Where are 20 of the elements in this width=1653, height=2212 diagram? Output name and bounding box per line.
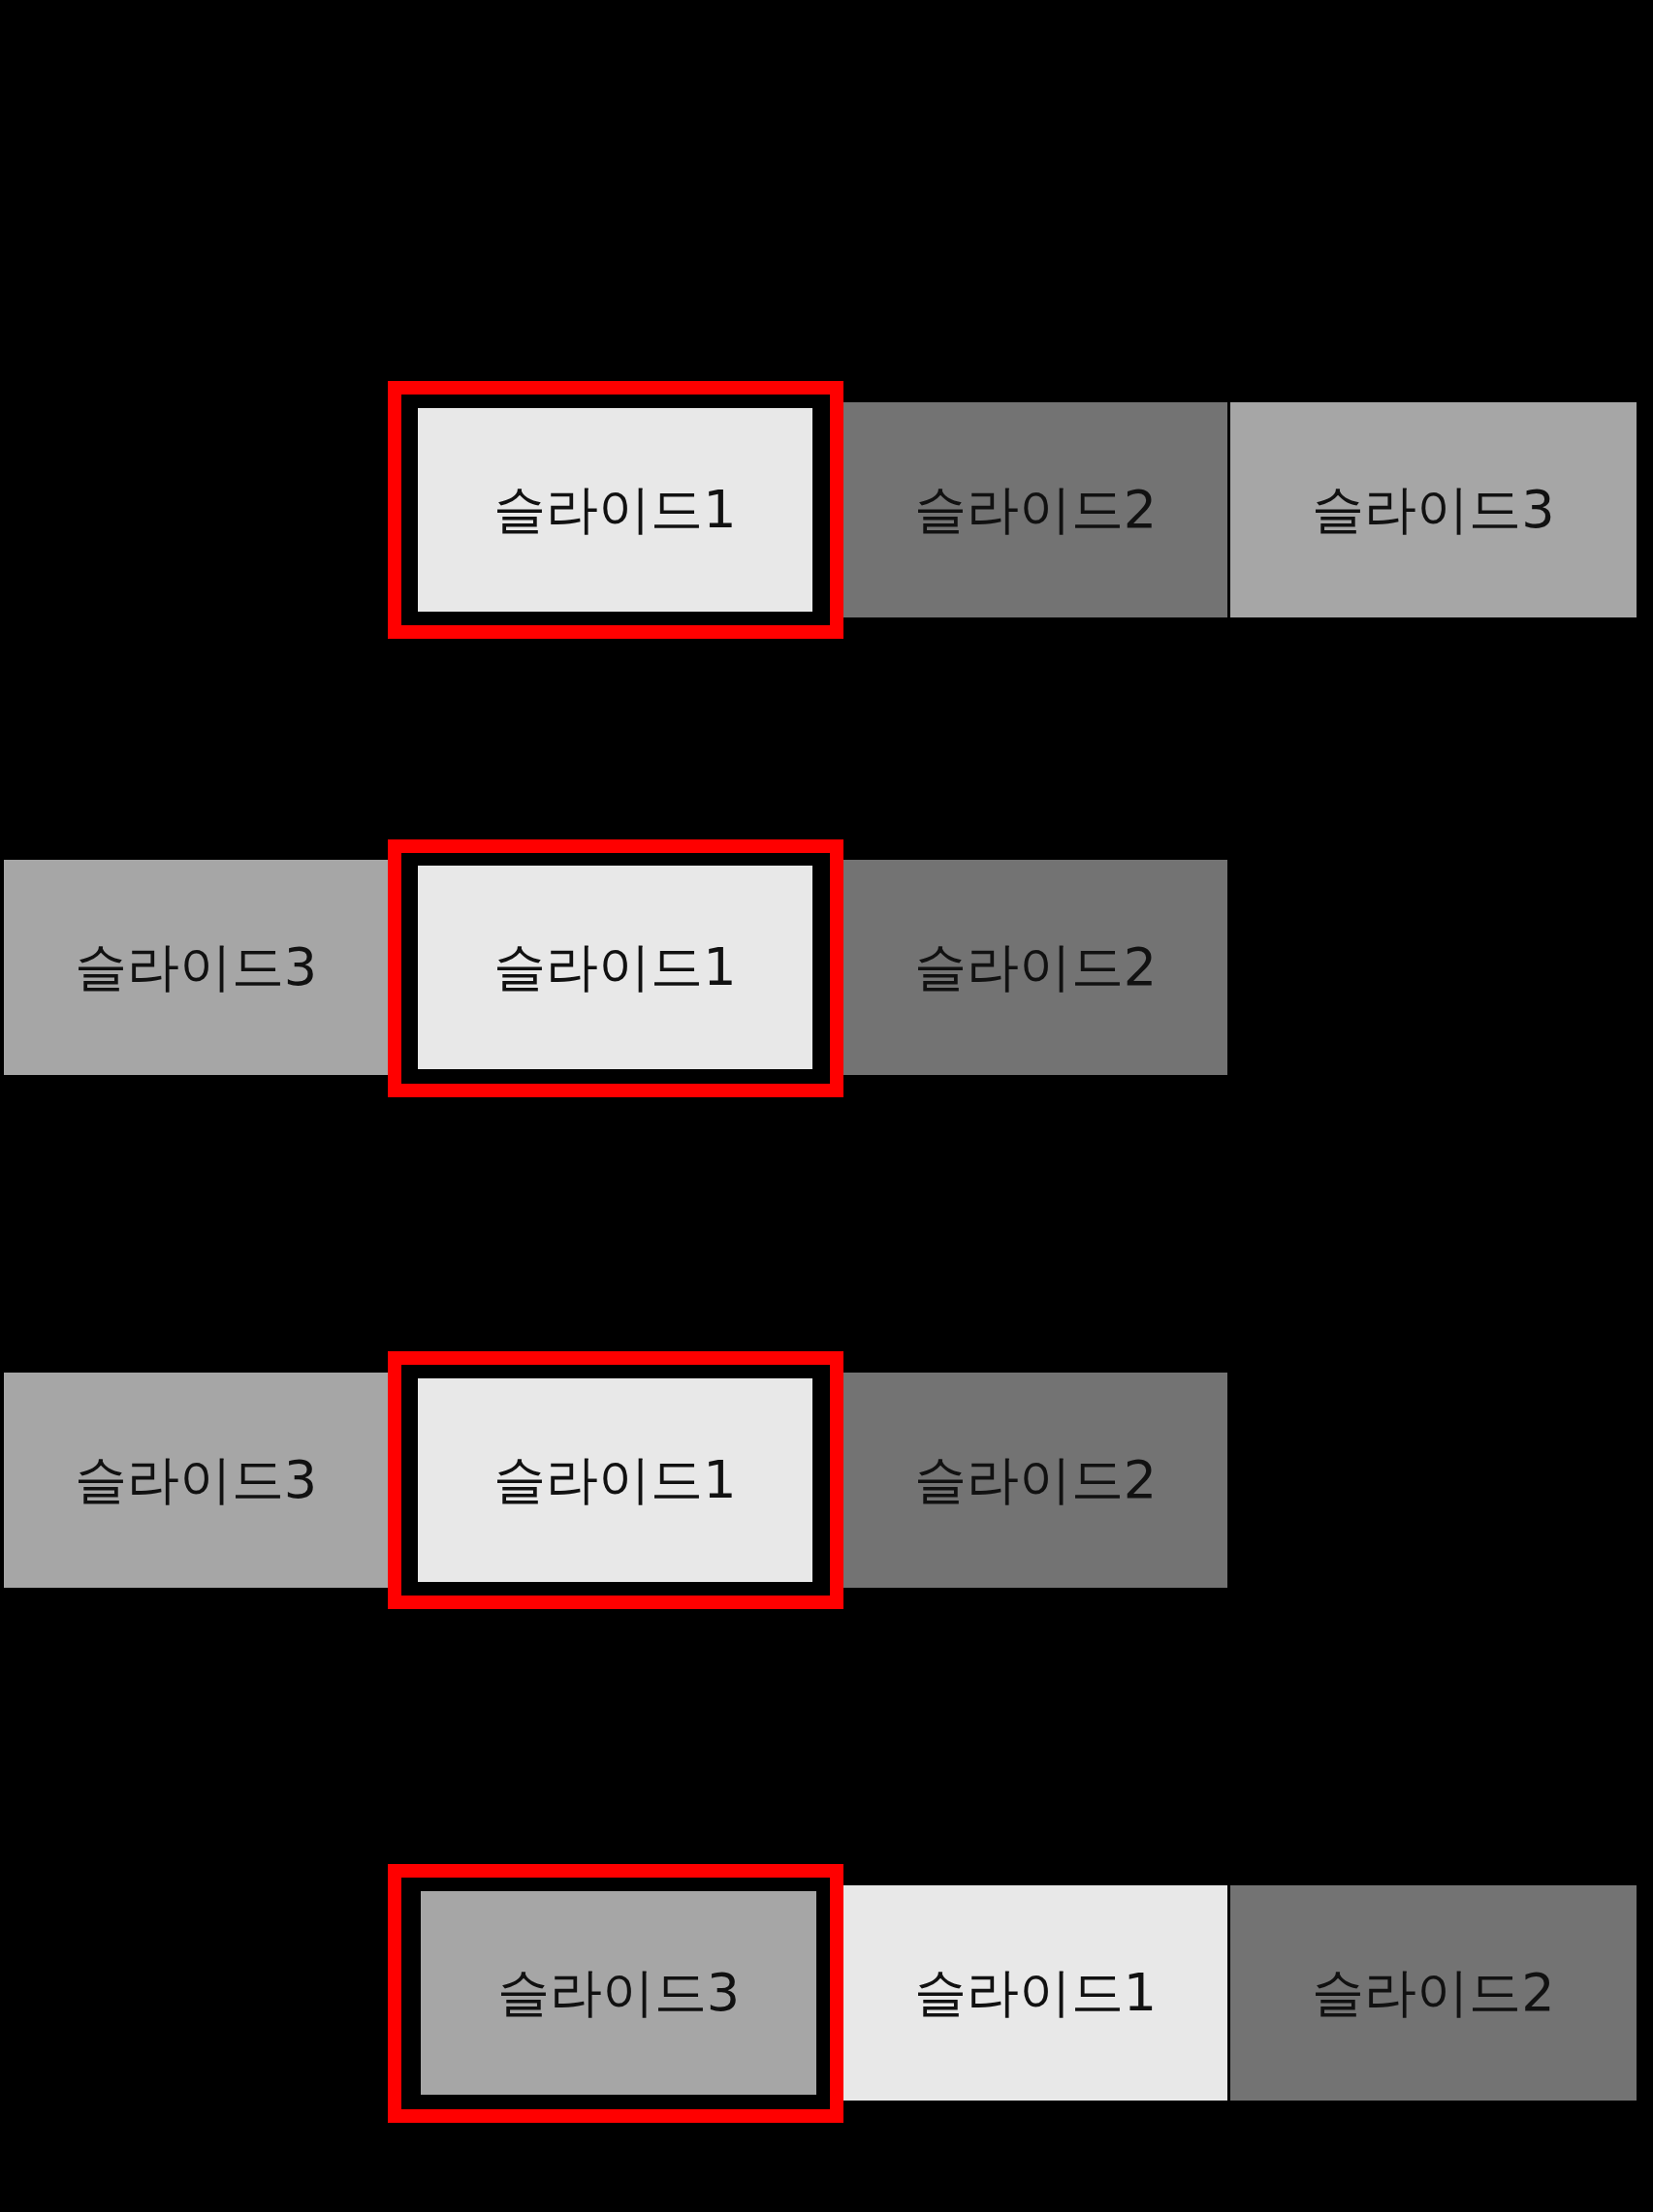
- slide-label: 슬라이드1: [493, 934, 737, 999]
- slide-card: [1230, 1885, 1637, 2101]
- slide-label: 슬라이드3: [496, 1960, 741, 2025]
- slide-card: [843, 1885, 1227, 2101]
- slide-label: 슬라이드1: [493, 477, 737, 542]
- slide-card: [843, 402, 1227, 617]
- slide-card: [843, 860, 1227, 1075]
- slide-label: 슬라이드3: [1312, 477, 1555, 542]
- slide-label: 슬라이드2: [1312, 1960, 1555, 2025]
- slide-label: 슬라이드1: [913, 1960, 1158, 2025]
- slide-label: 슬라이드2: [913, 477, 1158, 542]
- slide-card: [843, 1373, 1227, 1588]
- slide-label: 슬라이드1: [493, 1447, 737, 1512]
- slide-card: [4, 860, 388, 1075]
- slide-card: [1230, 402, 1637, 617]
- slide-card: [4, 1373, 388, 1588]
- slide-label: 슬라이드3: [74, 1447, 318, 1512]
- slide-label: 슬라이드2: [913, 934, 1158, 999]
- slide-label: 슬라이드3: [74, 934, 318, 999]
- slide-label: 슬라이드2: [913, 1447, 1158, 1512]
